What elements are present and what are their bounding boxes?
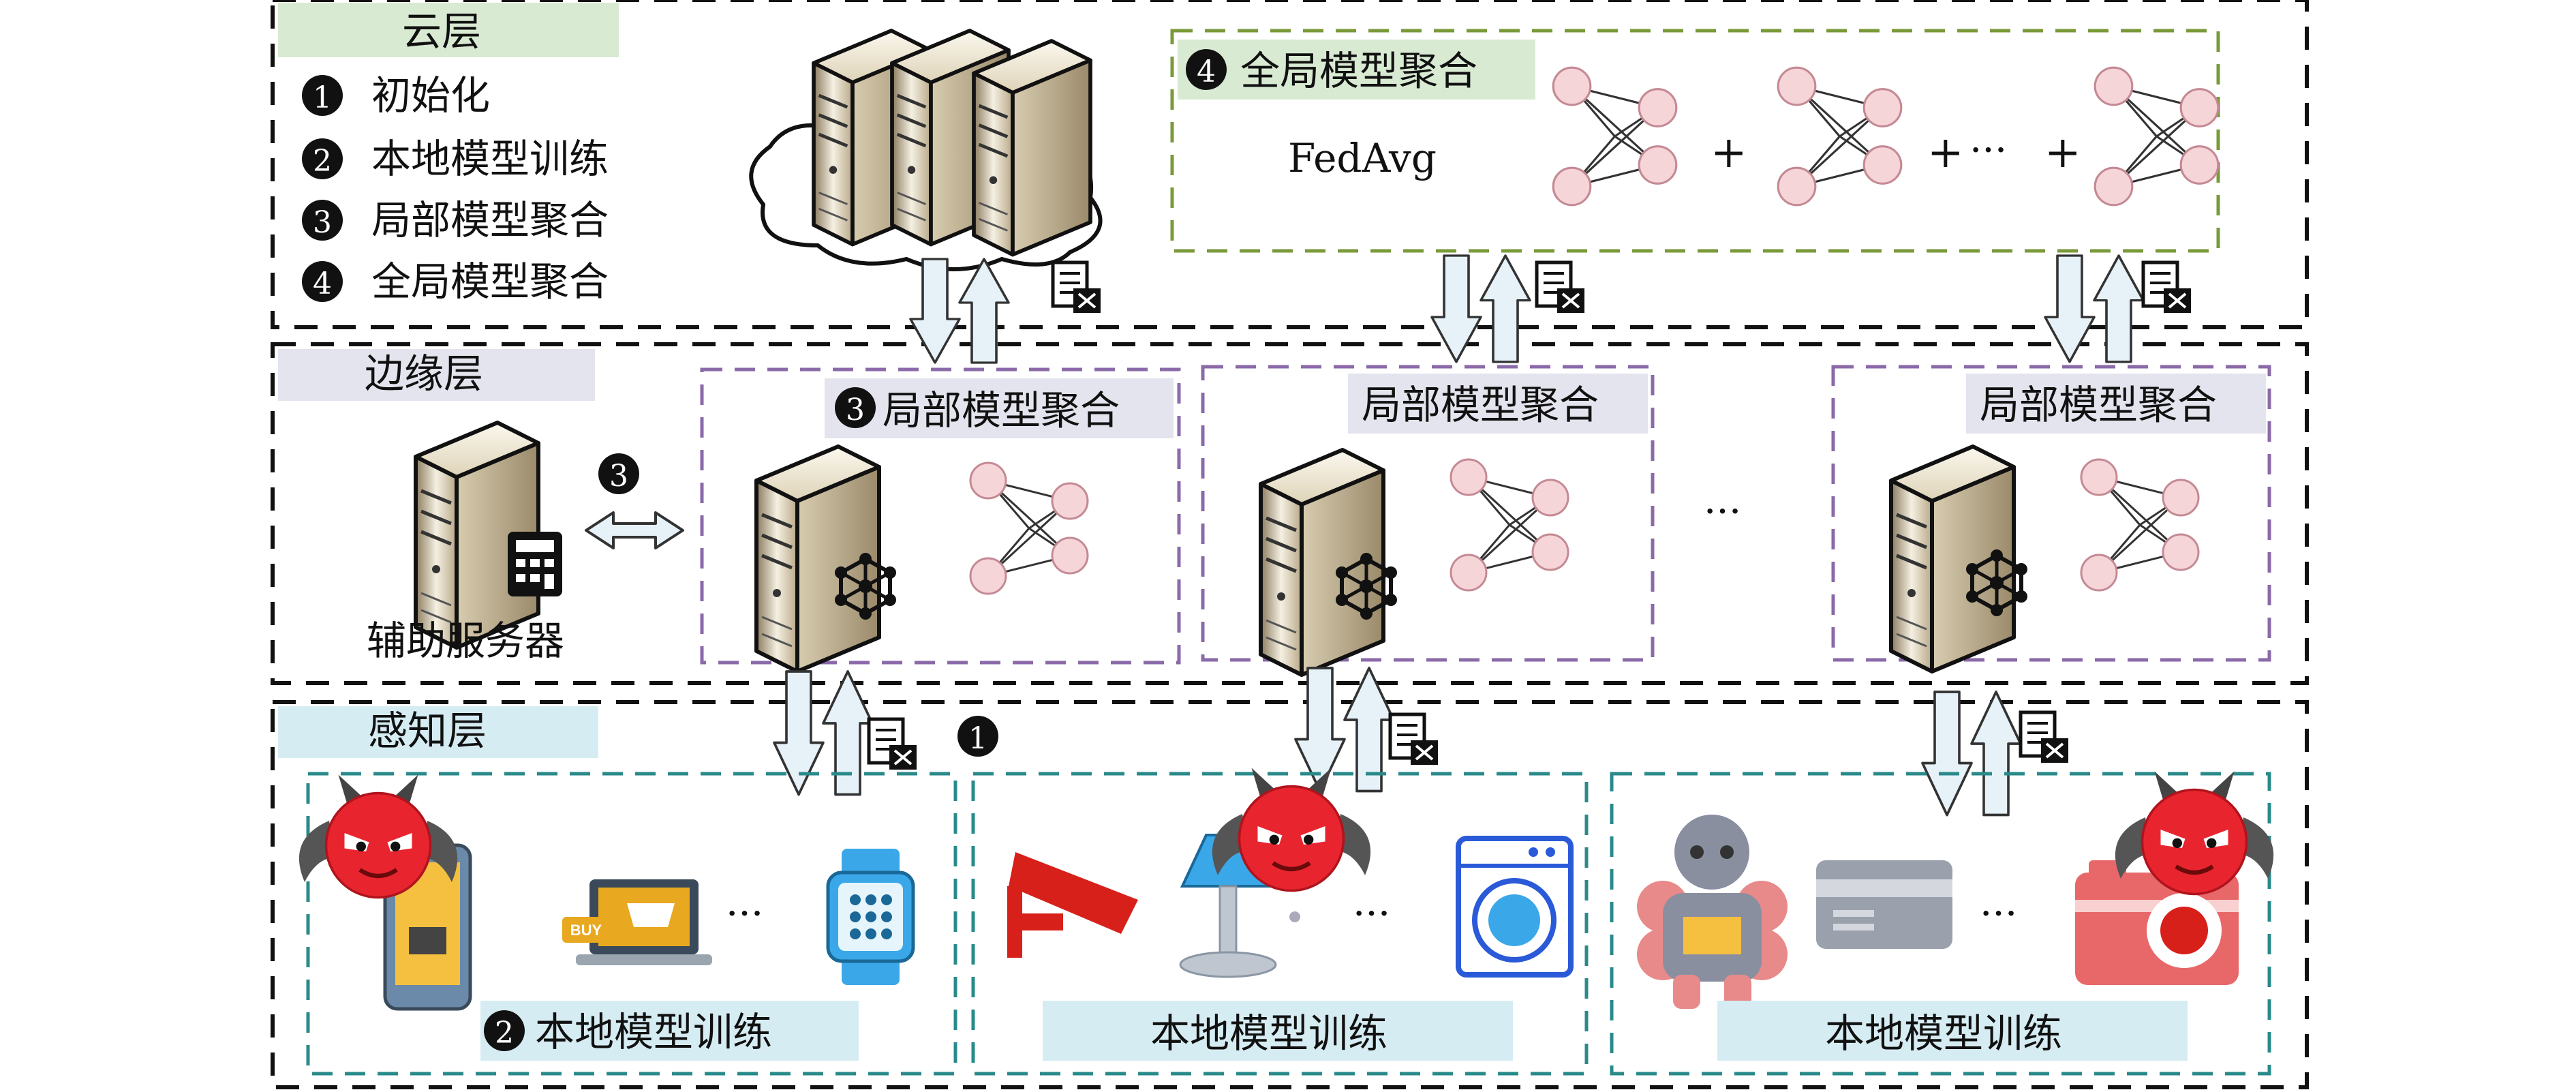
aux-bidirectional-arrow [585, 511, 684, 549]
cloud-edge-transfer-arrows [2044, 254, 2145, 363]
document-icon [2021, 712, 2068, 763]
edge-aggregation-panel [700, 367, 1181, 665]
auxiliary-server-label: 辅助服务器 [367, 618, 564, 664]
device-ellipsis: ··· [726, 890, 763, 937]
global-aggregation-title-bg [1178, 40, 1535, 100]
global-aggregation-panel [1170, 29, 2220, 253]
legend-label: 本地模型训练 [371, 136, 609, 182]
edge-layer-label: 边缘层 [365, 350, 483, 397]
cloud-edge-transfer-arrows [909, 258, 1010, 364]
device-group-panel [971, 772, 1589, 1076]
local-training-label: 本地模型训练 [1825, 1010, 2062, 1057]
device-ellipsis: ··· [1353, 890, 1390, 937]
legend-label: 全局模型聚合 [371, 258, 609, 305]
robot-icon [1637, 815, 1788, 1009]
legend-num: 4 [313, 267, 332, 301]
washing-machine-icon [1456, 836, 1574, 978]
smartphone-icon [383, 843, 472, 1011]
global-model-nn-icon [1777, 66, 1903, 207]
document-icon [1537, 262, 1584, 313]
edge-device-transfer-arrows [773, 670, 874, 796]
cloud-layer-label-bg [278, 3, 619, 57]
edge-aggregation-title-bg [825, 378, 1174, 438]
perception-layer-label-bg [278, 706, 598, 758]
edge-aggregation-title-bg [1348, 374, 1648, 434]
edge-layer-label-bg [278, 349, 595, 401]
document-icon [869, 719, 917, 770]
init-step-num: 1 [968, 721, 987, 756]
local-training-label-bg [1717, 1001, 2188, 1061]
cloud-layer-label: 云层 [402, 8, 481, 55]
device-ellipsis: ··· [1980, 890, 2017, 937]
document-icon [1390, 714, 1438, 765]
laptop-shopping-icon: BUY [562, 879, 712, 965]
cloud-layer-box [271, 0, 2309, 329]
edge-aggregation-title: 局部模型聚合 [1980, 382, 2217, 428]
global-model-nn-icon [1552, 66, 1678, 207]
legend-num: 2 [313, 144, 332, 179]
global-aggregation-num: 4 [1197, 55, 1216, 89]
local-training-label-bg [480, 1001, 859, 1061]
edge-aggregation-title: 局部模型聚合 [883, 387, 1120, 434]
cloud-server-cluster-icon [749, 31, 1103, 271]
edge-device-transfer-arrows [1921, 691, 2022, 817]
device-group-panel [306, 772, 957, 1076]
edge-ellipsis: ··· [1704, 488, 1741, 534]
cloud-edge-transfer-arrows [1430, 254, 1531, 363]
edge-aggregation-title-bg [1966, 374, 2266, 434]
camera-icon [2075, 860, 2239, 985]
device-group-panel [1610, 772, 2271, 1076]
global-aggregation-title: 全局模型聚合 [1240, 48, 1477, 94]
security-camera-icon [1007, 852, 1138, 958]
edge-aggregation-panel [1831, 365, 2271, 662]
edge-aggregation-title: 局部模型聚合 [1362, 382, 1599, 428]
document-icon [2143, 262, 2191, 313]
legend-item-2: 2 本地模型训练 [302, 136, 609, 182]
legend-item-3: 3 局部模型聚合 [302, 197, 609, 243]
step-legend: 1 初始化 2 本地模型训练 3 局部模型聚合 4 全局模型聚合 [302, 72, 609, 305]
edge-aggregation-num: 3 [846, 393, 865, 427]
legend-label: 局部模型聚合 [371, 197, 609, 243]
legend-item-4: 4 全局模型聚合 [302, 258, 609, 305]
perception-layer-box [271, 700, 2309, 1089]
legend-label: 初始化 [371, 72, 490, 119]
plus-sign: + [1711, 127, 1747, 178]
plus-sign: + [2044, 127, 2081, 178]
fedavg-label: FedAvg [1288, 135, 1437, 181]
legend-num: 3 [313, 205, 332, 240]
local-training-label: 本地模型训练 [1150, 1010, 1387, 1057]
perception-layer-label: 感知层 [368, 708, 487, 754]
local-training-label: 本地模型训练 [535, 1009, 772, 1055]
local-aggregation-nn-icon [1450, 458, 1569, 592]
auxiliary-server-icon [416, 423, 562, 648]
local-aggregation-nn-icon [2080, 458, 2200, 592]
edge-aggregation-panel [1201, 365, 1655, 662]
global-model-nn-icon [2094, 66, 2220, 207]
aux-step-num: 3 [609, 459, 628, 494]
ellipsis: ··· [1969, 127, 2007, 173]
buy-tag: BUY [570, 922, 602, 939]
local-training-num: 2 [495, 1016, 514, 1050]
document-icon [1053, 262, 1101, 313]
card-terminal-icon [1816, 860, 1952, 949]
legend-num: 1 [313, 80, 332, 115]
local-training-label-bg [1043, 1001, 1513, 1061]
legend-item-1: 1 初始化 [302, 72, 490, 119]
smartwatch-icon [826, 849, 915, 985]
local-aggregation-nn-icon [969, 461, 1089, 595]
plus-sign: + [1927, 127, 1964, 178]
